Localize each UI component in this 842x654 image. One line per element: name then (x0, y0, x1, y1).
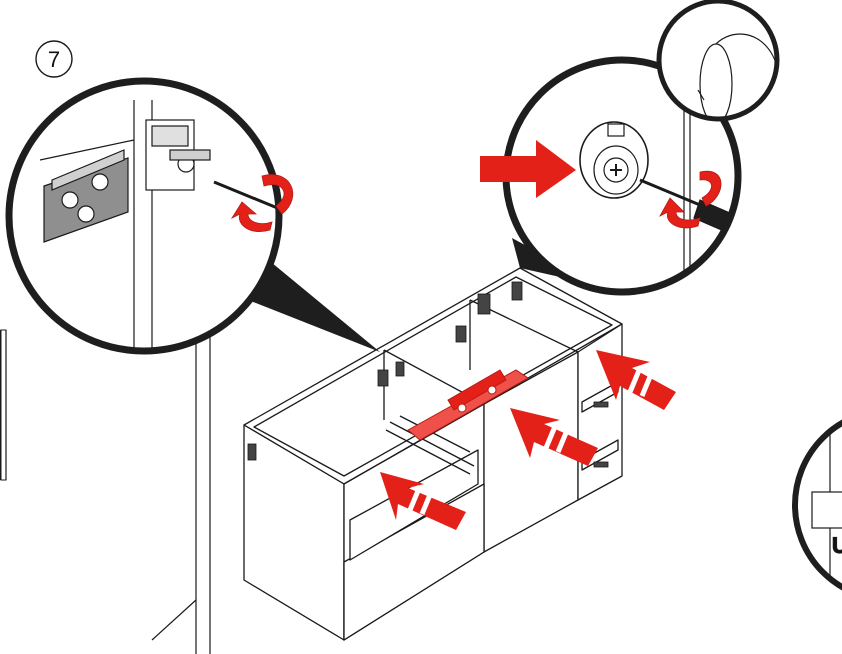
cover-cap-icon (697, 33, 777, 119)
cabinet-hinges (247, 281, 609, 468)
step-number: 7 (48, 47, 60, 72)
partial-label: U (832, 533, 842, 558)
vanity-cabinet (243, 267, 623, 641)
push-arrow-gaps (407, 367, 655, 515)
detail-circle-left (5, 77, 283, 355)
zoom-cone-left (238, 258, 380, 352)
push-arrow-icon (480, 140, 576, 198)
detail-circle-cap (656, 0, 780, 122)
detail-circle-right (502, 56, 742, 296)
cabinet-front-right (577, 323, 623, 501)
rotation-arrow-icon (230, 174, 294, 232)
wall-mounting-bracket (407, 369, 529, 441)
wall-lines (0, 320, 211, 654)
rotation-arrow-icon (659, 170, 722, 229)
cam-lock-icon (579, 121, 649, 199)
step-number-badge: 7 (35, 40, 73, 78)
wall-edge-strip (0, 329, 7, 481)
detail-circle-partial: U (792, 410, 842, 600)
